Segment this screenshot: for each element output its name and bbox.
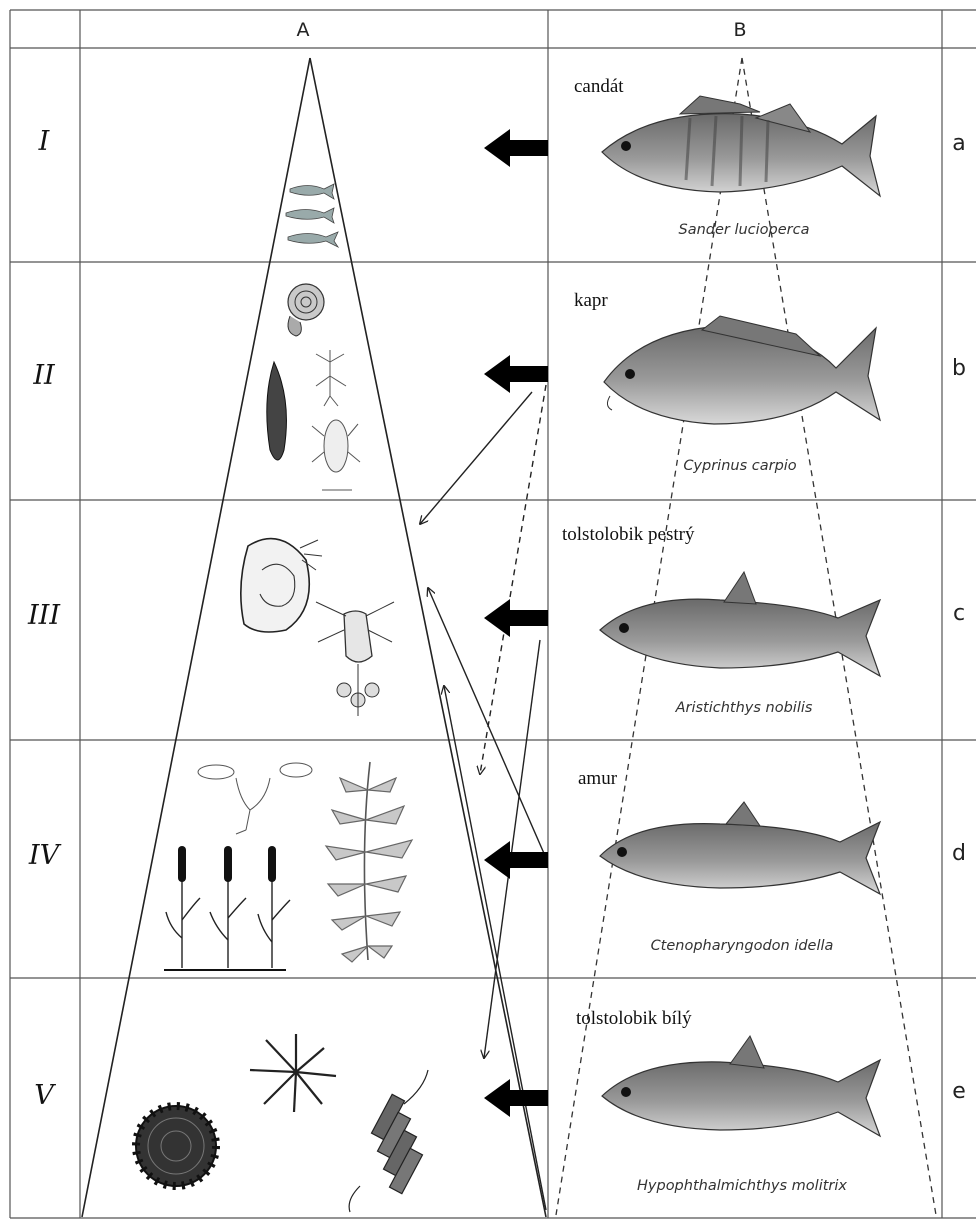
trophic-pyramid	[82, 58, 546, 1217]
column-header-b: B	[733, 19, 746, 41]
arrow-carp-to-zooplankton	[420, 392, 532, 524]
row-letter-e: e	[952, 1079, 966, 1104]
feeding-arrows	[420, 385, 546, 1210]
small-fish-icon	[286, 184, 338, 247]
common-name-zander: candát	[574, 76, 624, 97]
latin-name-silver-carp: Hypophthalmichthys molitrix	[637, 1178, 847, 1194]
latin-name-bighead-carp: Aristichthys nobilis	[675, 700, 813, 716]
pediastrum-icon	[136, 1106, 216, 1186]
copepod-icon	[316, 602, 394, 716]
common-name-carp: kapr	[574, 290, 608, 311]
level-label-4: IV	[28, 840, 62, 871]
bighead-carp-fish-icon	[600, 572, 880, 676]
level-label-1: I	[38, 126, 51, 157]
arrow-bighead-to-benthos	[480, 385, 546, 774]
level-arrows	[484, 129, 548, 1117]
snail-icon	[288, 284, 324, 336]
grass-carp-fish-icon	[600, 802, 880, 894]
carp-fish-icon	[604, 316, 880, 424]
common-name-silver-carp: tolstolobik bílý	[576, 1008, 692, 1029]
thick-arrow-level-5	[484, 1079, 548, 1117]
waterweed-icon	[326, 762, 412, 962]
row-letter-a: a	[952, 131, 965, 156]
column-header-a: A	[297, 19, 310, 41]
row-letter-c: c	[953, 601, 965, 626]
latin-name-grass-carp: Ctenopharyngodon idella	[651, 938, 834, 954]
silver-carp-fish-icon	[602, 1036, 880, 1136]
level-label-5: V	[34, 1080, 56, 1111]
arrow-silver-to-zooplankton	[444, 686, 546, 1210]
common-name-bighead-carp: tolstolobik pestrý	[562, 524, 695, 545]
zander-fish-icon	[602, 96, 880, 196]
daphnia-icon	[241, 539, 322, 632]
row-letter-b: b	[952, 356, 966, 381]
diatom-chain-icon	[349, 1070, 428, 1212]
leech-icon	[267, 362, 287, 460]
thick-arrow-level-3	[484, 599, 548, 637]
asterionella-icon	[250, 1034, 336, 1112]
thick-arrow-level-4	[484, 841, 548, 879]
duckweed-plant-icon	[198, 763, 312, 834]
level-label-3: III	[27, 600, 61, 631]
thick-arrow-level-2	[484, 355, 548, 393]
cattail-icon	[164, 846, 290, 970]
thick-arrow-level-1	[484, 129, 548, 167]
latin-name-carp: Cyprinus carpio	[683, 458, 796, 474]
row-letter-d: d	[952, 841, 966, 866]
level-label-2: II	[32, 360, 56, 391]
dragonfly-larva-icon	[312, 420, 360, 490]
latin-name-zander: Sander lucioperca	[678, 222, 809, 238]
common-name-grass-carp: amur	[578, 768, 618, 789]
mayfly-larva-icon	[316, 350, 346, 406]
